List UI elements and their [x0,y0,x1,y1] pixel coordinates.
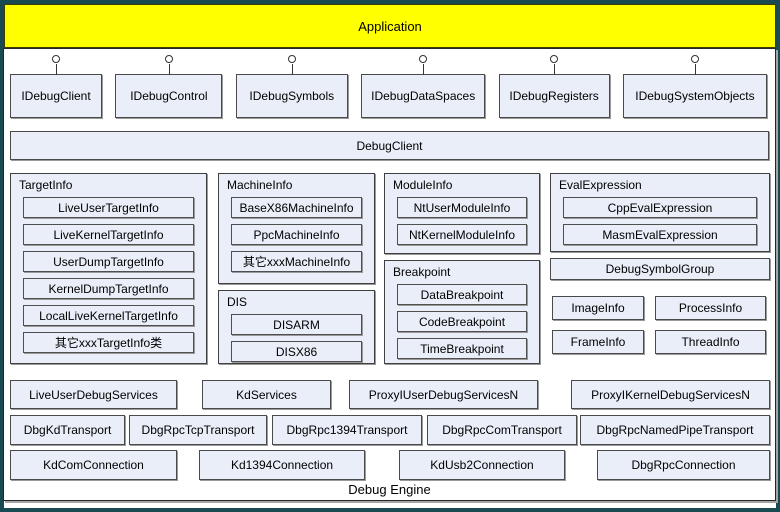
box-ntusermoduleinfo: NtUserModuleInfo [397,197,527,218]
lollipop-connector-icon [550,55,559,63]
box-databreakpoint: DataBreakpoint [397,284,527,305]
connector-stem [291,64,293,75]
box-kdusb2connection: KdUsb2Connection [399,450,565,480]
box-kdcomconnection: KdComConnection [10,450,177,480]
interface-label: IDebugClient [21,89,91,103]
box-dbgrpccomtransport: DbgRpcComTransport [427,415,577,445]
group-moduleinfo: ModuleInfo NtUserModuleInfo NtKernelModu… [384,173,540,254]
debug-engine-label-text: Debug Engine [348,482,431,497]
box-other-targetinfo: 其它xxxTargetInfo类 [23,332,194,353]
lollipop-connector-icon [287,55,296,63]
box-disx86: DISX86 [231,341,362,362]
group-evalexpression: EvalExpression CppEvalExpression MasmEva… [550,173,770,252]
group-targetinfo: TargetInfo LiveUserTargetInfo LiveKernel… [10,173,207,364]
interface-row: IDebugClient IDebugControl IDebugSymbols… [10,49,767,118]
interface-label: IDebugControl [130,89,208,103]
group-title: ModuleInfo [393,178,453,192]
box-threadinfo: ThreadInfo [655,330,766,354]
interface-label: IDebugDataSpaces [371,89,476,103]
box-kd1394connection: Kd1394Connection [199,450,365,480]
connector-stem [423,64,425,75]
transport-label: DbgRpcComTransport [442,423,562,437]
connector-stem [554,64,556,75]
box-userdumptargetinfo: UserDumpTargetInfo [23,251,194,272]
box-locallivekerneltargetinfo: LocalLiveKernelTargetInfo [23,305,194,326]
lollipop-connector-icon [690,55,699,63]
box-dbgrpc1394transport: DbgRpc1394Transport [272,415,422,445]
box-masmevalexpression: MasmEvalExpression [563,224,757,245]
box-dbgkdtransport: DbgKdTransport [10,415,125,445]
application-label: Application [358,18,422,34]
connection-label: DbgRpcConnection [631,458,736,472]
box-idebugdataspaces: IDebugDataSpaces [361,55,486,118]
box-codebreakpoint: CodeBreakpoint [397,311,527,332]
group-title: Breakpoint [393,265,451,279]
box-idebugcontrol: IDebugControl [115,55,223,118]
box-other-machineinfo: 其它xxxMachineInfo [231,251,362,272]
group-title: MachineInfo [227,178,293,192]
box-idebugsystemobjects: IDebugSystemObjects [622,55,767,118]
box-processinfo: ProcessInfo [655,296,766,320]
connector-stem [694,64,696,75]
frameinfo-label: FrameInfo [570,335,626,349]
box-proxyiuserdebugservicesn: ProxyIUserDebugServicesN [349,380,538,409]
box-kdservices: KdServices [202,380,331,409]
imageinfo-label: ImageInfo [571,301,625,315]
processinfo-label: ProcessInfo [678,301,743,315]
connection-label: Kd1394Connection [230,458,334,472]
box-dbgrpcconnection: DbgRpcConnection [597,450,770,480]
lollipop-connector-icon [419,55,428,63]
service-label: LiveUserDebugServices [29,387,158,402]
transport-label: DbgRpcTcpTransport [141,423,255,437]
debug-engine-label: Debug Engine [4,482,775,497]
debugclient-label: DebugClient [356,138,423,153]
box-debugclient: DebugClient [10,131,769,160]
group-title: TargetInfo [19,178,73,192]
box-ppcmachineinfo: PpcMachineInfo [231,224,362,245]
threadinfo-label: ThreadInfo [681,335,740,349]
connection-label: KdUsb2Connection [430,458,534,472]
group-dis: DIS DISARM DISX86 [218,290,375,364]
box-proxyikerneldebugservicesn: ProxyIKernelDebugServicesN [571,380,770,409]
box-dbgrpctcptransport: DbgRpcTcpTransport [129,415,267,445]
box-basex86machineinfo: BaseX86MachineInfo [231,197,362,218]
connection-label: KdComConnection [43,458,144,472]
box-liveuserdebugservices: LiveUserDebugServices [10,380,177,409]
interface-label: IDebugSystemObjects [635,89,755,103]
box-idebugclient: IDebugClient [10,55,102,118]
box-cppevalexpression: CppEvalExpression [563,197,757,218]
box-idebugregisters: IDebugRegisters [498,55,610,118]
group-machineinfo: MachineInfo BaseX86MachineInfo PpcMachin… [218,173,375,284]
application-banner: Application [4,4,776,48]
box-idebugsymbols: IDebugSymbols [235,55,348,118]
group-title: DIS [227,295,248,309]
lollipop-connector-icon [164,55,173,63]
box-imageinfo: ImageInfo [552,296,644,320]
box-ntkernelmoduleinfo: NtKernelModuleInfo [397,224,527,245]
service-label: ProxyIKernelDebugServicesN [591,387,750,402]
transport-label: DbgRpc1394Transport [286,423,408,437]
transport-label: DbgRpcNamedPipeTransport [596,423,754,437]
transport-label: DbgKdTransport [23,423,112,437]
connector-stem [56,64,57,75]
box-livekerneltargetinfo: LiveKernelTargetInfo [23,224,194,245]
interface-label: IDebugSymbols [249,89,335,103]
connector-stem [168,64,170,75]
service-label: ProxyIUserDebugServicesN [368,387,519,402]
box-frameinfo: FrameInfo [552,330,644,354]
box-kerneldumptargetinfo: KernelDumpTargetInfo [23,278,194,299]
debug-engine-container: IDebugClient IDebugControl IDebugSymbols… [3,48,776,501]
group-title: EvalExpression [559,178,642,192]
lollipop-connector-icon [52,55,60,63]
debugsymbolgroup-label: DebugSymbolGroup [605,262,715,276]
service-label: KdServices [236,387,297,402]
box-disarm: DISARM [231,314,362,335]
box-timebreakpoint: TimeBreakpoint [397,338,527,359]
box-liveusertargetinfo: LiveUserTargetInfo [23,197,194,218]
box-dbgrpcnamedpipetransport: DbgRpcNamedPipeTransport [580,415,770,445]
box-debugsymbolgroup: DebugSymbolGroup [550,258,770,280]
interface-label: IDebugRegisters [509,89,599,103]
group-breakpoint: Breakpoint DataBreakpoint CodeBreakpoint… [384,260,540,364]
